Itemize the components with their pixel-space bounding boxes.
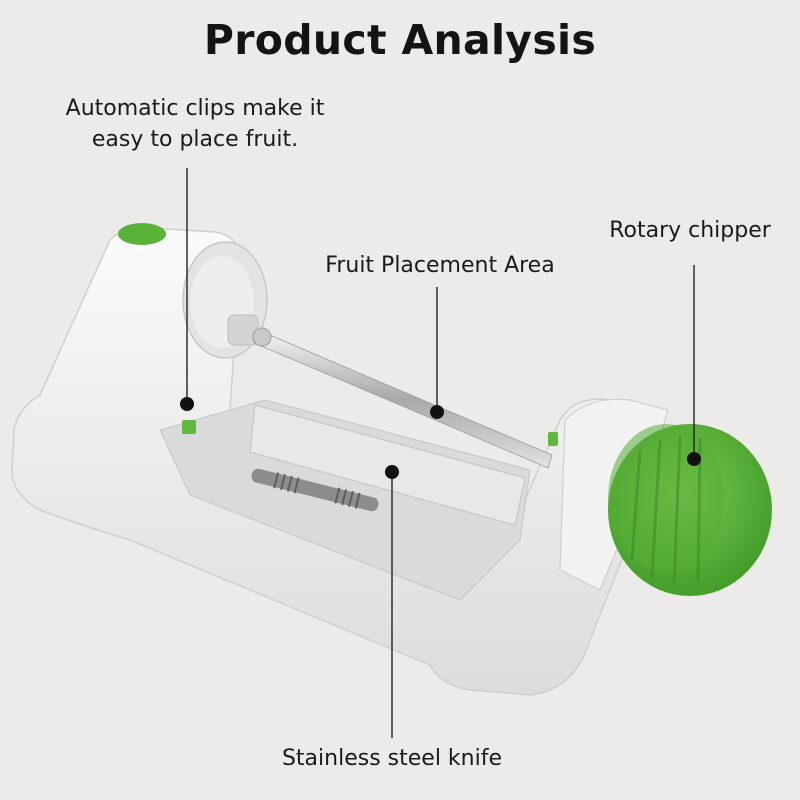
- page-title: Product Analysis: [203, 16, 597, 64]
- rotary-knob: [608, 424, 772, 596]
- leader-dots: [180, 397, 701, 479]
- leader-lines: [186, 168, 695, 738]
- callout-rotary-label: Rotary chipper: [609, 218, 771, 243]
- dot-area: [430, 405, 444, 419]
- callout-placement-area-label: Fruit Placement Area: [325, 253, 555, 278]
- dot-knife: [385, 465, 399, 479]
- callout-clips-label: Automatic clips make it easy to place fr…: [30, 93, 360, 155]
- callout-knife-label: Stainless steel knife: [281, 746, 503, 771]
- clip-tab-right: [548, 432, 558, 446]
- dot-clips: [180, 397, 194, 411]
- dot-rotary: [687, 452, 701, 466]
- clip-tab: [182, 420, 196, 434]
- clip-disc: [182, 241, 268, 359]
- callout-clips-line2: easy to place fruit.: [91, 127, 299, 152]
- release-button: [118, 223, 166, 245]
- knife-springs: [251, 468, 379, 512]
- callout-clips-line1: Automatic clips make it: [65, 96, 325, 121]
- fruit-rod: [252, 327, 553, 469]
